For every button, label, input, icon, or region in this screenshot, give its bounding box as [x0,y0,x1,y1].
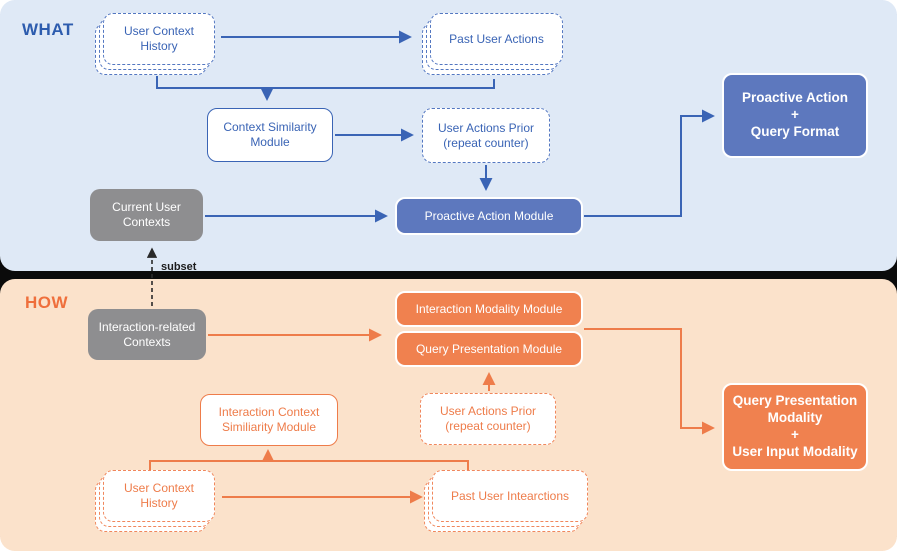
box-user-actions-prior-what: User Actions Prior (repeat counter) [422,108,550,163]
stack-front-label: User Context History [103,470,215,522]
stack-front-label: User Context History [103,13,215,65]
box-user-actions-prior-how: User Actions Prior (repeat counter) [420,393,556,445]
subset-arrow-label: subset [161,261,197,273]
box-user-context-history-what: User Context History [95,13,215,75]
box-proactive-action-module: Proactive Action Module [395,197,583,235]
box-user-context-history-how: User Context History [95,470,215,532]
box-query-presentation-module: Query Presentation Module [395,331,583,367]
box-context-similarity-module: Context Similarity Module [207,108,333,162]
box-query-presentation-modality-user-input-modality: Query Presentation Modality + User Input… [722,383,868,471]
box-proactive-action-query-format: Proactive Action + Query Format [722,73,868,158]
box-past-user-actions: Past User Actions [422,13,563,75]
stack-front-label: Past User Intearctions [432,470,588,522]
box-past-user-interactions: Past User Intearctions [424,470,588,532]
stack-front-label: Past User Actions [430,13,563,65]
box-interaction-modality-module: Interaction Modality Module [395,291,583,327]
what-section-label: WHAT [22,20,74,39]
how-section-label: HOW [25,293,69,312]
box-current-user-contexts: Current User Contexts [90,189,203,241]
box-interaction-related-contexts: Interaction-related Contexts [88,309,206,360]
box-interaction-context-similiarity-module: Interaction Context Similiarity Module [200,394,338,446]
